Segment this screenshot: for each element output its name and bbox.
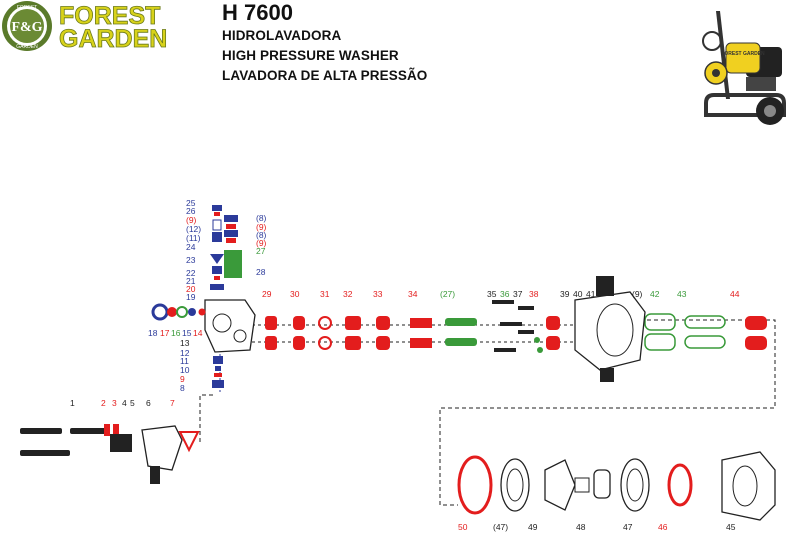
part-label: 20 <box>186 284 196 294</box>
part-label: 28 <box>256 267 266 277</box>
side-parts <box>151 303 206 321</box>
part-label: (11) <box>186 233 201 243</box>
part-label: 45 <box>726 522 736 532</box>
part-label: 13 <box>180 338 190 348</box>
description-portuguese: LAVADORA DE ALTA PRESSÃO <box>222 68 428 83</box>
part-label: 41 <box>586 289 596 299</box>
part-label: 19 <box>186 292 196 302</box>
part-label: 42 <box>650 289 660 299</box>
part-label: 46 <box>658 522 668 532</box>
part-label: 12 <box>180 348 190 358</box>
part-label: 47 <box>623 522 633 532</box>
part-label: 23 <box>186 255 196 265</box>
part-label: 31 <box>320 289 330 299</box>
part-label: (12) <box>186 224 201 234</box>
part-label: 21 <box>186 276 196 286</box>
part-label: 49 <box>528 522 538 532</box>
part-label: 29 <box>262 289 272 299</box>
part-label: 11 <box>180 356 189 366</box>
part-label: 33 <box>373 289 383 299</box>
model-title: H 7600 <box>222 0 293 25</box>
part-label: (9) <box>632 289 643 299</box>
part-label: 30 <box>290 289 300 299</box>
row-parts <box>265 276 767 382</box>
part-label: 2 <box>101 398 106 408</box>
product-logo-text: FOREST GARDEN <box>721 51 765 57</box>
head-stack <box>204 205 256 388</box>
part-label: 38 <box>529 289 539 299</box>
part-label: 16 <box>171 328 181 338</box>
part-label: 34 <box>408 289 418 299</box>
pump-part-labels: 50 (47) 49 48 47 46 45 <box>458 522 736 532</box>
part-label: 50 <box>458 522 468 532</box>
logo-mark: F&G <box>11 20 42 35</box>
pressure-washer-photo: FOREST GARDEN <box>702 11 786 125</box>
description-spanish: HIDROLAVADORA <box>222 28 342 43</box>
part-label: (8) <box>256 230 267 240</box>
inlet-part-labels: 1 2 3 4 5 6 7 <box>70 398 175 408</box>
part-label: 6 <box>146 398 151 408</box>
part-label: 39 <box>560 289 570 299</box>
part-label: 9 <box>180 374 185 384</box>
head-stack-labels: 25 26 (9) (12) (11) 24 23 22 21 20 19 13… <box>180 198 201 393</box>
part-label: 7 <box>170 398 175 408</box>
part-label: (47) <box>493 522 508 532</box>
part-label: 5 <box>130 398 135 408</box>
part-label: 3 <box>112 398 117 408</box>
part-label: 43 <box>677 289 687 299</box>
part-label: 15 <box>182 328 192 338</box>
part-label: 48 <box>576 522 586 532</box>
part-label: (9) <box>256 222 267 232</box>
part-label: 17 <box>160 328 170 338</box>
logo-ring-bottom: GARDEN <box>16 44 38 50</box>
part-label: 1 <box>70 398 75 408</box>
part-label: 26 <box>186 206 196 216</box>
part-label: 35 <box>487 289 497 299</box>
part-label: 22 <box>186 268 196 278</box>
head-stack-right-labels: (8) (9) (8) (9) 27 28 <box>256 213 267 277</box>
inlet-dashed-line <box>199 394 215 442</box>
brand-line-1: FOREST <box>59 2 160 30</box>
pump-parts <box>457 451 776 521</box>
part-label: 25 <box>186 198 196 208</box>
brand-line-2: GARDEN <box>59 25 167 52</box>
part-label: 10 <box>180 365 190 375</box>
part-label: (8) <box>256 213 267 223</box>
part-label: 27 <box>256 246 266 256</box>
part-label: (27) <box>440 289 455 299</box>
description-english: HIGH PRESSURE WASHER <box>222 48 399 63</box>
side-part-labels: 18 17 16 15 14 <box>148 328 203 338</box>
part-label: 8 <box>180 383 185 393</box>
exploded-diagram: 25 26 (9) (12) (11) 24 23 22 21 20 19 13… <box>20 198 776 532</box>
part-label: 40 <box>573 289 583 299</box>
part-label: (9) <box>186 215 197 225</box>
row-part-labels: 29 30 31 32 33 34 (27) 35 36 37 38 39 40… <box>262 289 740 299</box>
part-label: 44 <box>730 289 740 299</box>
part-label: 37 <box>513 289 523 299</box>
forest-garden-logo: F&G FOREST GARDEN FOREST GARDEN <box>2 1 168 52</box>
part-label: 24 <box>186 242 196 252</box>
part-label: 36 <box>500 289 510 299</box>
part-label: 18 <box>148 328 158 338</box>
part-label: 4 <box>122 398 127 408</box>
part-label: 14 <box>193 328 203 338</box>
part-label: (9) <box>256 238 267 248</box>
inlet-parts <box>20 424 200 484</box>
part-label: 32 <box>343 289 353 299</box>
logo-ring-top: FOREST <box>17 5 37 11</box>
